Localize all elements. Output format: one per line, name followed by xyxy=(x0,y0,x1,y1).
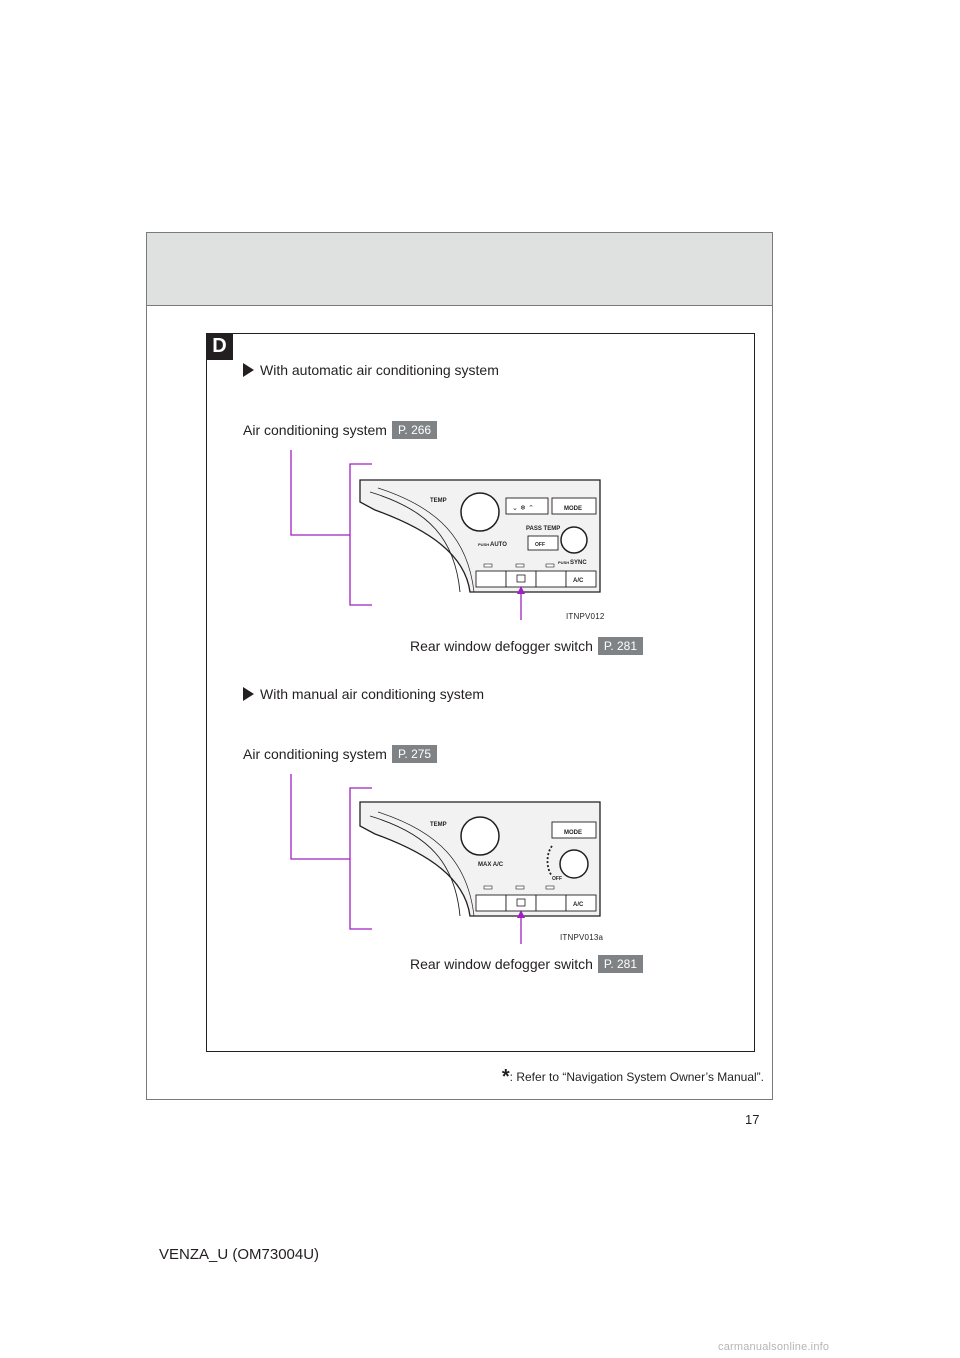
page-number: 17 xyxy=(745,1112,760,1127)
automatic-panel-temp-text: TEMP xyxy=(430,498,447,504)
automatic-panel-pass-temp-text: PASS TEMP xyxy=(526,526,560,532)
manual-defogger-label: Rear window defogger switch xyxy=(410,956,593,972)
manual-panel-ac-text: A/C xyxy=(573,902,584,908)
page-frame xyxy=(146,232,773,1100)
automatic-figure-code: ITNPV012 xyxy=(566,612,605,621)
automatic-ac-heading: With automatic air conditioning system xyxy=(243,362,499,378)
automatic-ac-page-ref[interactable]: P. 266 xyxy=(391,421,438,439)
manual-panel-max-ac-text: MAX A/C xyxy=(478,862,504,868)
manual-defogger-callout: Rear window defogger switch P. 281 xyxy=(410,955,644,973)
automatic-panel-auto-text: AUTO xyxy=(490,542,507,548)
footnote: *: Refer to “Navigation System Owner’s M… xyxy=(502,1066,764,1089)
arrow-right-icon xyxy=(243,363,254,377)
manual-figure-code: ITNPV013a xyxy=(560,933,604,942)
section-box xyxy=(206,333,755,1052)
automatic-ac-label: Air conditioning system xyxy=(243,422,387,438)
manual-ac-page-ref[interactable]: P. 275 xyxy=(391,745,438,763)
automatic-defogger-page-ref[interactable]: P. 281 xyxy=(597,637,644,655)
manual-ac-label: Air conditioning system xyxy=(243,746,387,762)
header-band xyxy=(147,233,772,306)
footnote-star: * xyxy=(501,1066,510,1088)
watermark[interactable]: carmanualsonline.info xyxy=(718,1341,830,1353)
manual-panel-off-text: OFF xyxy=(552,876,562,882)
manual-panel-temp-text: TEMP xyxy=(430,822,447,828)
automatic-ac-heading-text: With automatic air conditioning system xyxy=(260,362,499,378)
automatic-panel-mode-text: MODE xyxy=(564,506,582,512)
automatic-panel-off-text: OFF xyxy=(535,542,545,548)
arrow-right-icon xyxy=(243,687,254,701)
automatic-ac-callout: Air conditioning system P. 266 xyxy=(243,421,438,439)
automatic-defogger-callout: Rear window defogger switch P. 281 xyxy=(410,637,644,655)
automatic-ac-panel-illustration: TEMP MODE ⌄ ❄ ⌃ PASS TEMP OFF PUSH AUTO … xyxy=(290,450,601,620)
manual-ac-panel-illustration: TEMP MODE MAX A/C OFF A/C xyxy=(290,774,601,944)
automatic-panel-push-small-text: PUSH xyxy=(478,542,489,547)
manual-ac-callout: Air conditioning system P. 275 xyxy=(243,745,438,763)
svg-text:⌄ ❄ ⌃: ⌄ ❄ ⌃ xyxy=(512,504,534,512)
manual-ac-heading: With manual air conditioning system xyxy=(243,686,484,702)
section-tab: D xyxy=(206,333,233,360)
footnote-text: : Refer to “Navigation System Owner’s Ma… xyxy=(509,1070,764,1084)
manual-defogger-page-ref[interactable]: P. 281 xyxy=(597,955,644,973)
automatic-panel-sync-text: SYNC xyxy=(570,560,587,566)
manual-ac-heading-text: With manual air conditioning system xyxy=(260,686,485,702)
manual-panel-mode-text: MODE xyxy=(564,830,582,836)
document-code: VENZA_U (OM73004U) xyxy=(159,1246,320,1263)
automatic-defogger-label: Rear window defogger switch xyxy=(410,638,593,654)
automatic-panel-ac-text: A/C xyxy=(573,578,584,584)
automatic-panel-push-small-text-2: PUSH xyxy=(558,560,569,565)
